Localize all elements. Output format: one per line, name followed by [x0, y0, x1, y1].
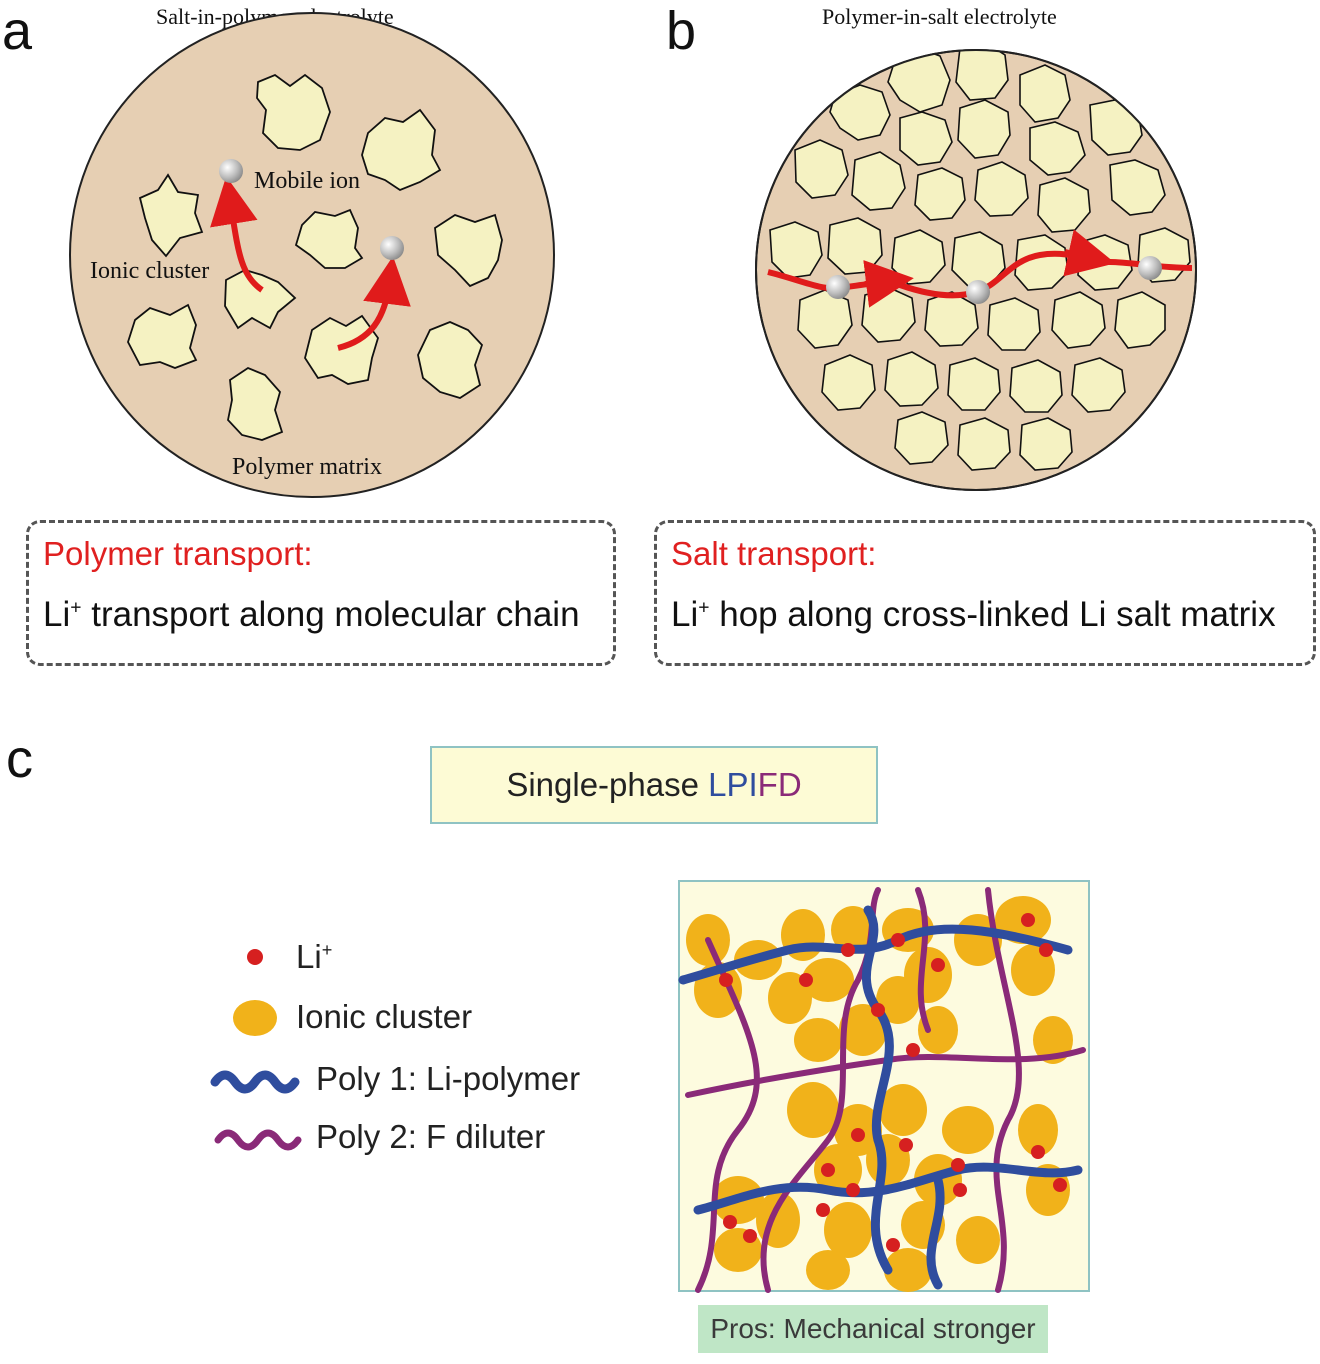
ionic-cluster-a7	[127, 303, 198, 369]
legend-poly1: Poly 1: Li-polymer	[316, 1060, 581, 1097]
salt-in-polymer-diagram	[69, 12, 555, 498]
panel-c-letter: c	[6, 729, 33, 789]
legend-symbols	[210, 949, 302, 1151]
li-ion-legend-icon	[247, 949, 263, 965]
panel-b-title: Polymer-in-salt electrolyte	[822, 4, 1057, 29]
lpifd-title-fd: FD	[757, 766, 802, 803]
ionic-cluster-label: Ionic cluster	[90, 258, 210, 284]
hopping-ion-1	[826, 275, 850, 299]
mobile-ion-label: Mobile ion	[254, 168, 360, 194]
li-polymer-chains	[678, 905, 1083, 1290]
poly1-legend-icon	[210, 1070, 300, 1094]
panel-b-letter: b	[666, 1, 697, 61]
hopping-ion-3	[1138, 256, 1162, 280]
hopping-ion-2	[966, 280, 990, 304]
pros-label: Pros: Mechanical stronger	[698, 1305, 1048, 1353]
ionic-cluster-a3	[138, 173, 204, 258]
ionic-cluster-a10	[227, 366, 284, 441]
polymer-transport-box: Polymer transport: Li+ transport along m…	[26, 520, 616, 666]
polymer-transport-text: Li+ transport along molecular chain	[43, 595, 580, 634]
panel-a-letter: a	[2, 1, 33, 61]
salt-transport-box: Salt transport: Li+ hop along cross-link…	[654, 520, 1316, 666]
polymer-in-salt-diagram	[755, 49, 1197, 491]
ionic-cluster-a5	[434, 213, 503, 288]
mobile-ion-2	[380, 236, 404, 260]
li-ions	[719, 913, 1067, 1252]
ionic-cluster-a2	[361, 108, 442, 192]
salt-transport-text: Li+ hop along cross-linked Li salt matri…	[671, 595, 1276, 634]
ionic-cluster-a4	[294, 208, 364, 269]
ionic-cluster-legend-icon	[233, 1000, 277, 1036]
legend-li: Li+	[296, 938, 333, 975]
legend-poly2: Poly 2: F diluter	[316, 1118, 546, 1155]
lpifd-network-square	[678, 880, 1090, 1293]
transport-arrow-2	[337, 256, 411, 351]
legend-ionic-cluster: Ionic cluster	[296, 998, 473, 1035]
ionic-cluster-a9	[417, 321, 484, 399]
salt-transport-heading: Salt transport:	[671, 535, 877, 572]
polymer-transport-heading: Polymer transport:	[43, 535, 313, 572]
polymer-matrix-label: Polymer matrix	[232, 454, 382, 480]
poly2-legend-icon	[214, 1129, 302, 1151]
mobile-ion-1	[219, 159, 243, 183]
transport-arrow-1	[210, 176, 264, 293]
ionic-cluster-a6	[224, 269, 297, 330]
lpifd-title-prefix: Single-phase	[506, 766, 709, 803]
lpifd-title-lpi: LPI	[708, 766, 758, 803]
ionic-cluster-a1	[256, 73, 331, 151]
